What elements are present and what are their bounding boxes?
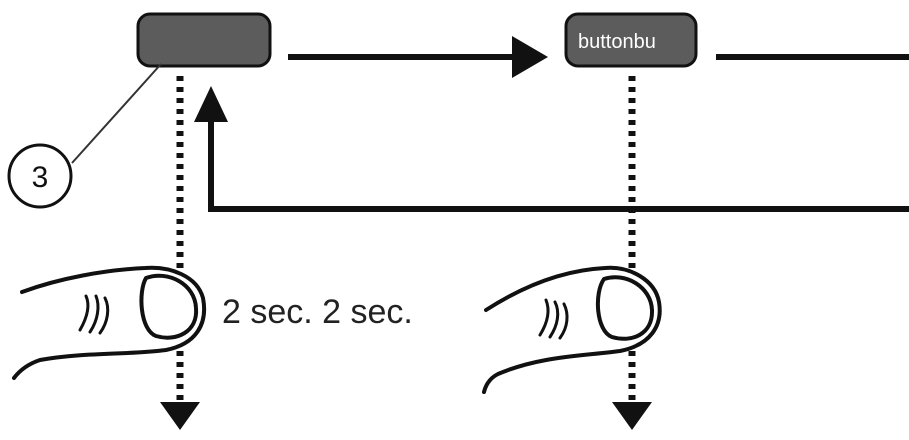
left-down-arrow-head [160, 402, 200, 430]
knuckle-crease [548, 300, 560, 339]
callout-leader-line [71, 63, 162, 164]
callout-circle [7, 143, 73, 209]
step-callout: 3 [7, 63, 162, 209]
left-button [136, 12, 272, 68]
knuckle-crease [558, 302, 569, 340]
duration-text: 2 sec. 2 sec. [222, 293, 413, 331]
knuckle-crease [88, 294, 100, 334]
left-button-body [136, 12, 272, 68]
forward-arrow [288, 36, 548, 78]
right-button-label: buttonbu [578, 31, 656, 53]
fingernail [139, 273, 199, 340]
finger-press-icon [482, 265, 662, 394]
right-button-body [564, 12, 698, 68]
return-arrow [194, 86, 909, 212]
knuckle-crease [98, 296, 110, 335]
knuckle-crease [538, 298, 550, 337]
finger-press-icon [12, 265, 207, 380]
callout-number: 3 [32, 161, 49, 194]
return-arrow-path [208, 120, 909, 212]
right-button: buttonbu [564, 12, 698, 68]
forward-arrow-head [512, 36, 548, 78]
knuckle-crease [78, 294, 90, 332]
fingernail [595, 275, 655, 341]
return-arrow-head [194, 86, 228, 122]
right-down-arrow-head [612, 402, 652, 430]
